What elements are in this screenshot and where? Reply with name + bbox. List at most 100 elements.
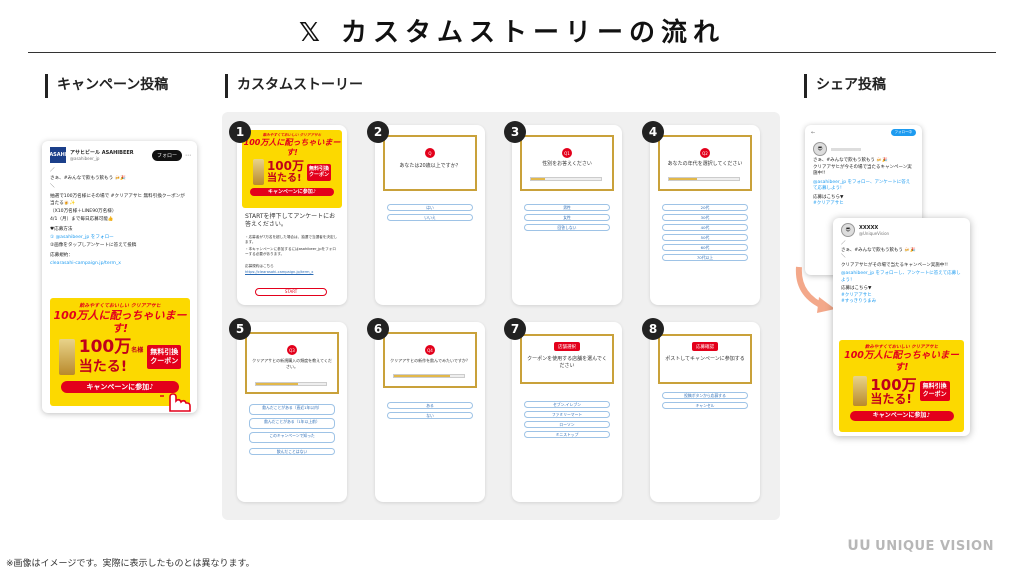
step-number: 1 — [229, 121, 251, 143]
progress-fill — [256, 383, 298, 385]
follow-button[interactable]: フォロー中 — [890, 129, 916, 136]
question-box: Q あなたは20歳以上ですか？ — [383, 135, 477, 191]
answer-option[interactable]: 60代 — [662, 244, 748, 251]
story-card-6: Q4 クリアアサヒの新作を飲んでみたいですか？ ある ない — [375, 322, 485, 502]
banner-win: 当たる! — [870, 391, 912, 406]
answer-option[interactable]: 40代 — [662, 224, 748, 231]
post-line: ／ — [50, 168, 55, 173]
banner-headline: 100万人に配っちゃいまーす! — [844, 350, 959, 373]
answer-option[interactable]: ローソン — [524, 421, 610, 428]
question-text: 性別をお答えください — [542, 161, 592, 167]
campaign-banner[interactable]: 飲みやすくておいしい クリアアサヒ 100万人に配っちゃいまーす! 100万名様… — [50, 298, 190, 406]
start-button[interactable]: START — [255, 288, 327, 296]
question-badge: Q2 — [700, 148, 710, 158]
progress-bar — [530, 177, 602, 181]
question-badge: 応募確認 — [692, 342, 718, 351]
unique-vision-logo: ᑌᑌ UNIQUE VISION — [847, 538, 994, 554]
story-card-2: Q あなたは20歳以上ですか？ はい いいえ — [375, 125, 485, 305]
question-badge: 店舗選択 — [554, 342, 580, 351]
answer-option[interactable]: 男性 — [524, 204, 610, 211]
progress-bar — [393, 374, 465, 378]
logo-mark: ᑌᑌ — [847, 538, 872, 554]
answer-option[interactable]: はい — [387, 204, 473, 211]
step-number: 6 — [367, 318, 389, 340]
post-line: 4/1（月）まで毎日応募可能👍 — [50, 217, 114, 222]
question-badge: Q — [425, 148, 435, 158]
post-line: ＼ — [50, 184, 55, 189]
post-line: ／ — [841, 241, 846, 246]
answer-option[interactable]: このキャンペーンで知った — [249, 432, 335, 443]
question-text: クリアアサヒの新作を飲んでみたいですか？ — [390, 358, 470, 363]
answer-option[interactable]: いいえ — [387, 214, 473, 221]
question-text: クーポンを使用する店舗を選んでください — [527, 356, 607, 369]
answer-option[interactable]: ある — [387, 402, 473, 409]
answer-option[interactable]: 50代 — [662, 234, 748, 241]
terms-link[interactable]: https://clearasahi-campaign.jp/term_x — [245, 270, 314, 274]
post-line: さぁ、#みんなで飲もう飲もう 🍻🎉 — [841, 247, 916, 253]
step-number: 2 — [367, 121, 389, 143]
story-card-4: Q2 あなたの年代を選択してください 20代 30代 40代 50代 60代 7… — [650, 125, 760, 305]
post-line: 応募はこちら▼ — [841, 286, 872, 291]
title-divider — [28, 52, 996, 53]
question-box: 応募確認 ポストしてキャンペーンに参加する — [658, 334, 752, 384]
question-box: 店舗選択 クーポンを使用する店舗を選んでください — [520, 334, 614, 384]
banner-hundred-unit: 名様 — [131, 347, 144, 354]
share-post-front: 😎 XXXXX @UniqueVision ／ さぁ、#みんなで飲もう飲もう 🍻… — [833, 218, 970, 436]
logo-text: UNIQUE VISION — [875, 538, 994, 554]
follow-button[interactable]: フォロー — [151, 149, 182, 161]
story-card-3: Q1 性別をお答えください 男性 女性 回答しない — [512, 125, 622, 305]
answer-option[interactable]: 女性 — [524, 214, 610, 221]
section-label-campaign: キャンペーン投稿 — [45, 74, 168, 98]
story-card-5: Q3 クリアアサヒの新規購入の頻度を教えてください。 飲んだことがある（直近1年… — [237, 322, 347, 502]
answer-option[interactable]: 回答しない — [524, 224, 610, 231]
avatar: 😎 — [813, 142, 827, 156]
question-box: Q2 あなたの年代を選択してください — [658, 135, 752, 191]
banner-cta[interactable]: キャンペーンに参加♪ — [849, 411, 954, 421]
question-badge: Q3 — [287, 345, 297, 355]
banner-win: 当たる! — [78, 359, 128, 375]
answer-option[interactable]: ファミリーマート — [524, 411, 610, 418]
cancel-option[interactable]: キャンセル — [662, 402, 748, 409]
coupon-line: クーポン — [922, 391, 947, 398]
step-number: 4 — [642, 121, 664, 143]
post-line: #クリアアサヒ — [841, 292, 872, 298]
banner-tagline: 飲みやすくておいしい クリアアサヒ — [79, 303, 161, 309]
card-intro: STARTを押下してアンケートにお答えください。 — [245, 213, 336, 228]
coupon-line: 無料引換 — [922, 383, 947, 390]
back-arrow-icon[interactable]: ← — [811, 129, 816, 136]
banner-headline: 100万人に配っちゃいまーす! — [243, 138, 341, 157]
beer-can-image — [853, 376, 868, 406]
card-banner: 飲みやすくておいしい クリアアサヒ 100万人に配っちゃいまーす! 100万 当… — [242, 130, 342, 208]
answer-option[interactable]: 飲んだことがある（直近1年以内） — [249, 404, 335, 415]
terms-link[interactable]: clearasahi-campaign.jp/term_x — [50, 261, 121, 266]
post-submit-option[interactable]: 投稿ボタンから応募する — [662, 392, 748, 399]
answer-option[interactable]: 飲んだことはない — [249, 448, 335, 455]
page-title: 𝕏 カスタムストーリーの流れ — [299, 18, 725, 48]
banner-win: 当たる! — [266, 173, 302, 184]
answer-option[interactable]: セブン-イレブン — [524, 401, 610, 408]
post-line: ＼ — [841, 254, 846, 259]
post-line: ②画像をタップしアンケートに答えて投稿 — [50, 243, 137, 248]
answer-option[interactable]: 20代 — [662, 204, 748, 211]
tap-hand-icon — [160, 383, 191, 412]
answer-option[interactable]: 70代以上 — [662, 254, 748, 261]
banner-cta[interactable]: キャンペーンに参加♪ — [61, 381, 179, 393]
progress-bar — [255, 382, 327, 386]
more-icon[interactable]: ⋯ — [185, 151, 191, 159]
banner-hundred: 100万 — [266, 159, 305, 173]
step-number: 8 — [642, 318, 664, 340]
card-note: ・本キャンペーンに参加するにはasahibeer_jpをフォローする必要がありま… — [245, 247, 336, 256]
post-line: 応募はこちら▼ — [813, 194, 844, 200]
banner-hundred: 100万 — [78, 337, 132, 357]
answer-option[interactable]: ミニストップ — [524, 431, 610, 438]
answer-option[interactable]: ない — [387, 412, 473, 419]
answer-option[interactable]: 飲んだことがある（1年以上前） — [249, 418, 335, 429]
story-card-8: 応募確認 ポストしてキャンペーンに参加する 投稿ボタンから応募する キャンセル — [650, 322, 760, 502]
question-text: あなたの年代を選択してください — [667, 161, 743, 167]
coupon-badge: 無料引換 クーポン — [919, 381, 950, 401]
campaign-banner[interactable]: 飲みやすくておいしい クリアアサヒ 100万人に配っちゃいまーす! 100万 当… — [839, 340, 964, 432]
question-text: ポストしてキャンペーンに参加する — [665, 356, 745, 362]
post-line: （X10万名様＋LINE90万名様） — [50, 209, 117, 214]
card-note: ・応募者が7万名を超した場合は、抽選で当選者を決定します。 — [245, 235, 338, 244]
answer-option[interactable]: 30代 — [662, 214, 748, 221]
